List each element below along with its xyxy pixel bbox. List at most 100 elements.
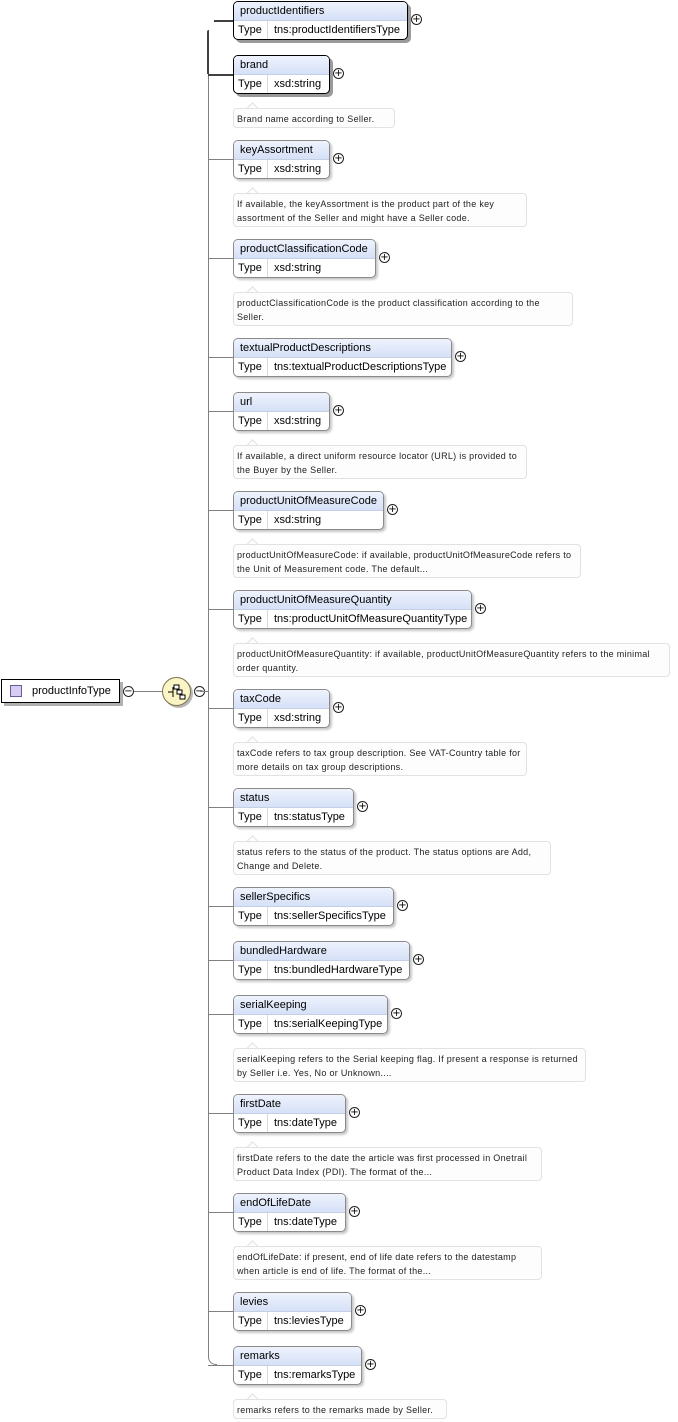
element-name: productClassificationCode: [234, 240, 375, 259]
type-key-label: Type: [234, 511, 268, 529]
root-type-box[interactable]: productInfoType: [1, 679, 120, 703]
element-name: textualProductDescriptions: [234, 339, 451, 358]
type-key-label: Type: [234, 709, 268, 727]
expand-first-date-icon[interactable]: +: [349, 1107, 360, 1118]
expand-url-icon[interactable]: +: [333, 405, 344, 416]
expand-levies-icon[interactable]: +: [355, 1305, 366, 1316]
expand-product-unit-of-measure-quantity-icon[interactable]: +: [475, 603, 486, 614]
element-name: firstDate: [234, 1095, 345, 1114]
element-name: endOfLifeDate: [234, 1194, 345, 1213]
branch-line-levies: [208, 1311, 233, 1312]
element-name: bundledHardware: [234, 942, 409, 961]
type-key-label: Type: [234, 961, 268, 979]
branch-line-brand: [208, 74, 233, 76]
expand-product-identifiers-icon[interactable]: +: [411, 14, 422, 25]
expand-seller-specifics-icon[interactable]: +: [397, 900, 408, 911]
annotation-first-date: firstDate refers to the date the article…: [233, 1147, 542, 1181]
branch-line-remarks: [208, 1365, 233, 1366]
element-type: tns:dateType: [274, 1216, 337, 1228]
expand-key-assortment-icon[interactable]: +: [333, 153, 344, 164]
element-type: xsd:string: [274, 712, 322, 724]
annotation-status: status refers to the status of the produ…: [233, 841, 551, 875]
branch-line-serial-keeping: [208, 1014, 233, 1015]
annotation-remarks: remarks refers to the remarks made by Se…: [233, 1399, 447, 1419]
element-type: tns:bundledHardwareType: [274, 964, 403, 976]
branch-line-bundled-hardware: [208, 960, 233, 961]
annotation-url: If available, a direct uniform resource …: [233, 445, 527, 479]
expand-remarks-icon[interactable]: +: [365, 1359, 376, 1370]
type-key-label: Type: [234, 808, 268, 826]
element-name: productUnitOfMeasureQuantity: [234, 591, 471, 610]
branch-line-product-classification-code: [208, 258, 233, 259]
expand-status-icon[interactable]: +: [357, 801, 368, 812]
element-type: xsd:string: [274, 78, 322, 90]
branch-line-end-of-life-date: [208, 1212, 233, 1213]
type-key-label: Type: [234, 610, 268, 628]
branch-line-first-date: [208, 1113, 233, 1114]
branch-line-textual-product-descriptions: [208, 357, 233, 358]
connector: [134, 691, 162, 692]
expand-tax-code-icon[interactable]: +: [333, 702, 344, 713]
element-type: tns:leviesType: [274, 1315, 344, 1327]
element-name: sellerSpecifics: [234, 888, 393, 907]
type-key-label: Type: [234, 21, 268, 39]
annotation-product-classification-code: productClassificationCode is the product…: [233, 292, 573, 326]
element-name: remarks: [234, 1347, 361, 1366]
element-type: tns:productUnitOfMeasureQuantityType: [274, 613, 468, 625]
element-type: tns:dateType: [274, 1117, 337, 1129]
branch-line-product-unit-of-measure-quantity: [208, 609, 233, 610]
type-key-label: Type: [234, 160, 268, 178]
trunk-line-bottom-curve: [208, 1352, 217, 1365]
element-type: tns:textualProductDescriptionsType: [274, 361, 447, 373]
element-name: brand: [234, 56, 329, 75]
element-name: productUnitOfMeasureCode: [234, 492, 383, 511]
complex-type-icon: [10, 685, 22, 697]
expand-bundled-hardware-icon[interactable]: +: [413, 954, 424, 965]
element-type: xsd:string: [274, 514, 322, 526]
type-key-label: Type: [234, 907, 268, 925]
expand-textual-product-descriptions-icon[interactable]: +: [455, 351, 466, 362]
annotation-tax-code: taxCode refers to tax group description.…: [233, 742, 527, 776]
collapse-root-icon[interactable]: −: [123, 686, 134, 697]
element-name: serialKeeping: [234, 996, 387, 1015]
expand-serial-keeping-icon[interactable]: +: [391, 1008, 402, 1019]
branch-line-seller-specifics: [208, 906, 233, 907]
annotation-product-unit-of-measure-quantity: productUnitOfMeasureQuantity: if availab…: [233, 643, 670, 677]
expand-product-classification-code-icon[interactable]: +: [379, 252, 390, 263]
element-type: tns:statusType: [274, 811, 345, 823]
expand-product-unit-of-measure-code-icon[interactable]: +: [387, 504, 398, 515]
annotation-end-of-life-date: endOfLifeDate: if present, end of life d…: [233, 1246, 542, 1280]
element-type: tns:productIdentifiersType: [274, 24, 400, 36]
element-name: url: [234, 393, 329, 412]
expand-end-of-life-date-icon[interactable]: +: [349, 1206, 360, 1217]
type-key-label: Type: [234, 1366, 268, 1384]
expand-brand-icon[interactable]: +: [333, 68, 344, 79]
type-key-label: Type: [234, 1114, 268, 1132]
element-type: tns:remarksType: [274, 1369, 356, 1381]
sequence-icon[interactable]: [162, 677, 191, 706]
element-name: status: [234, 789, 353, 808]
branch-line-status: [208, 807, 233, 808]
type-key-label: Type: [234, 75, 268, 93]
branch-line-key-assortment: [208, 159, 233, 160]
type-key-label: Type: [234, 1312, 268, 1330]
element-type: xsd:string: [274, 163, 322, 175]
